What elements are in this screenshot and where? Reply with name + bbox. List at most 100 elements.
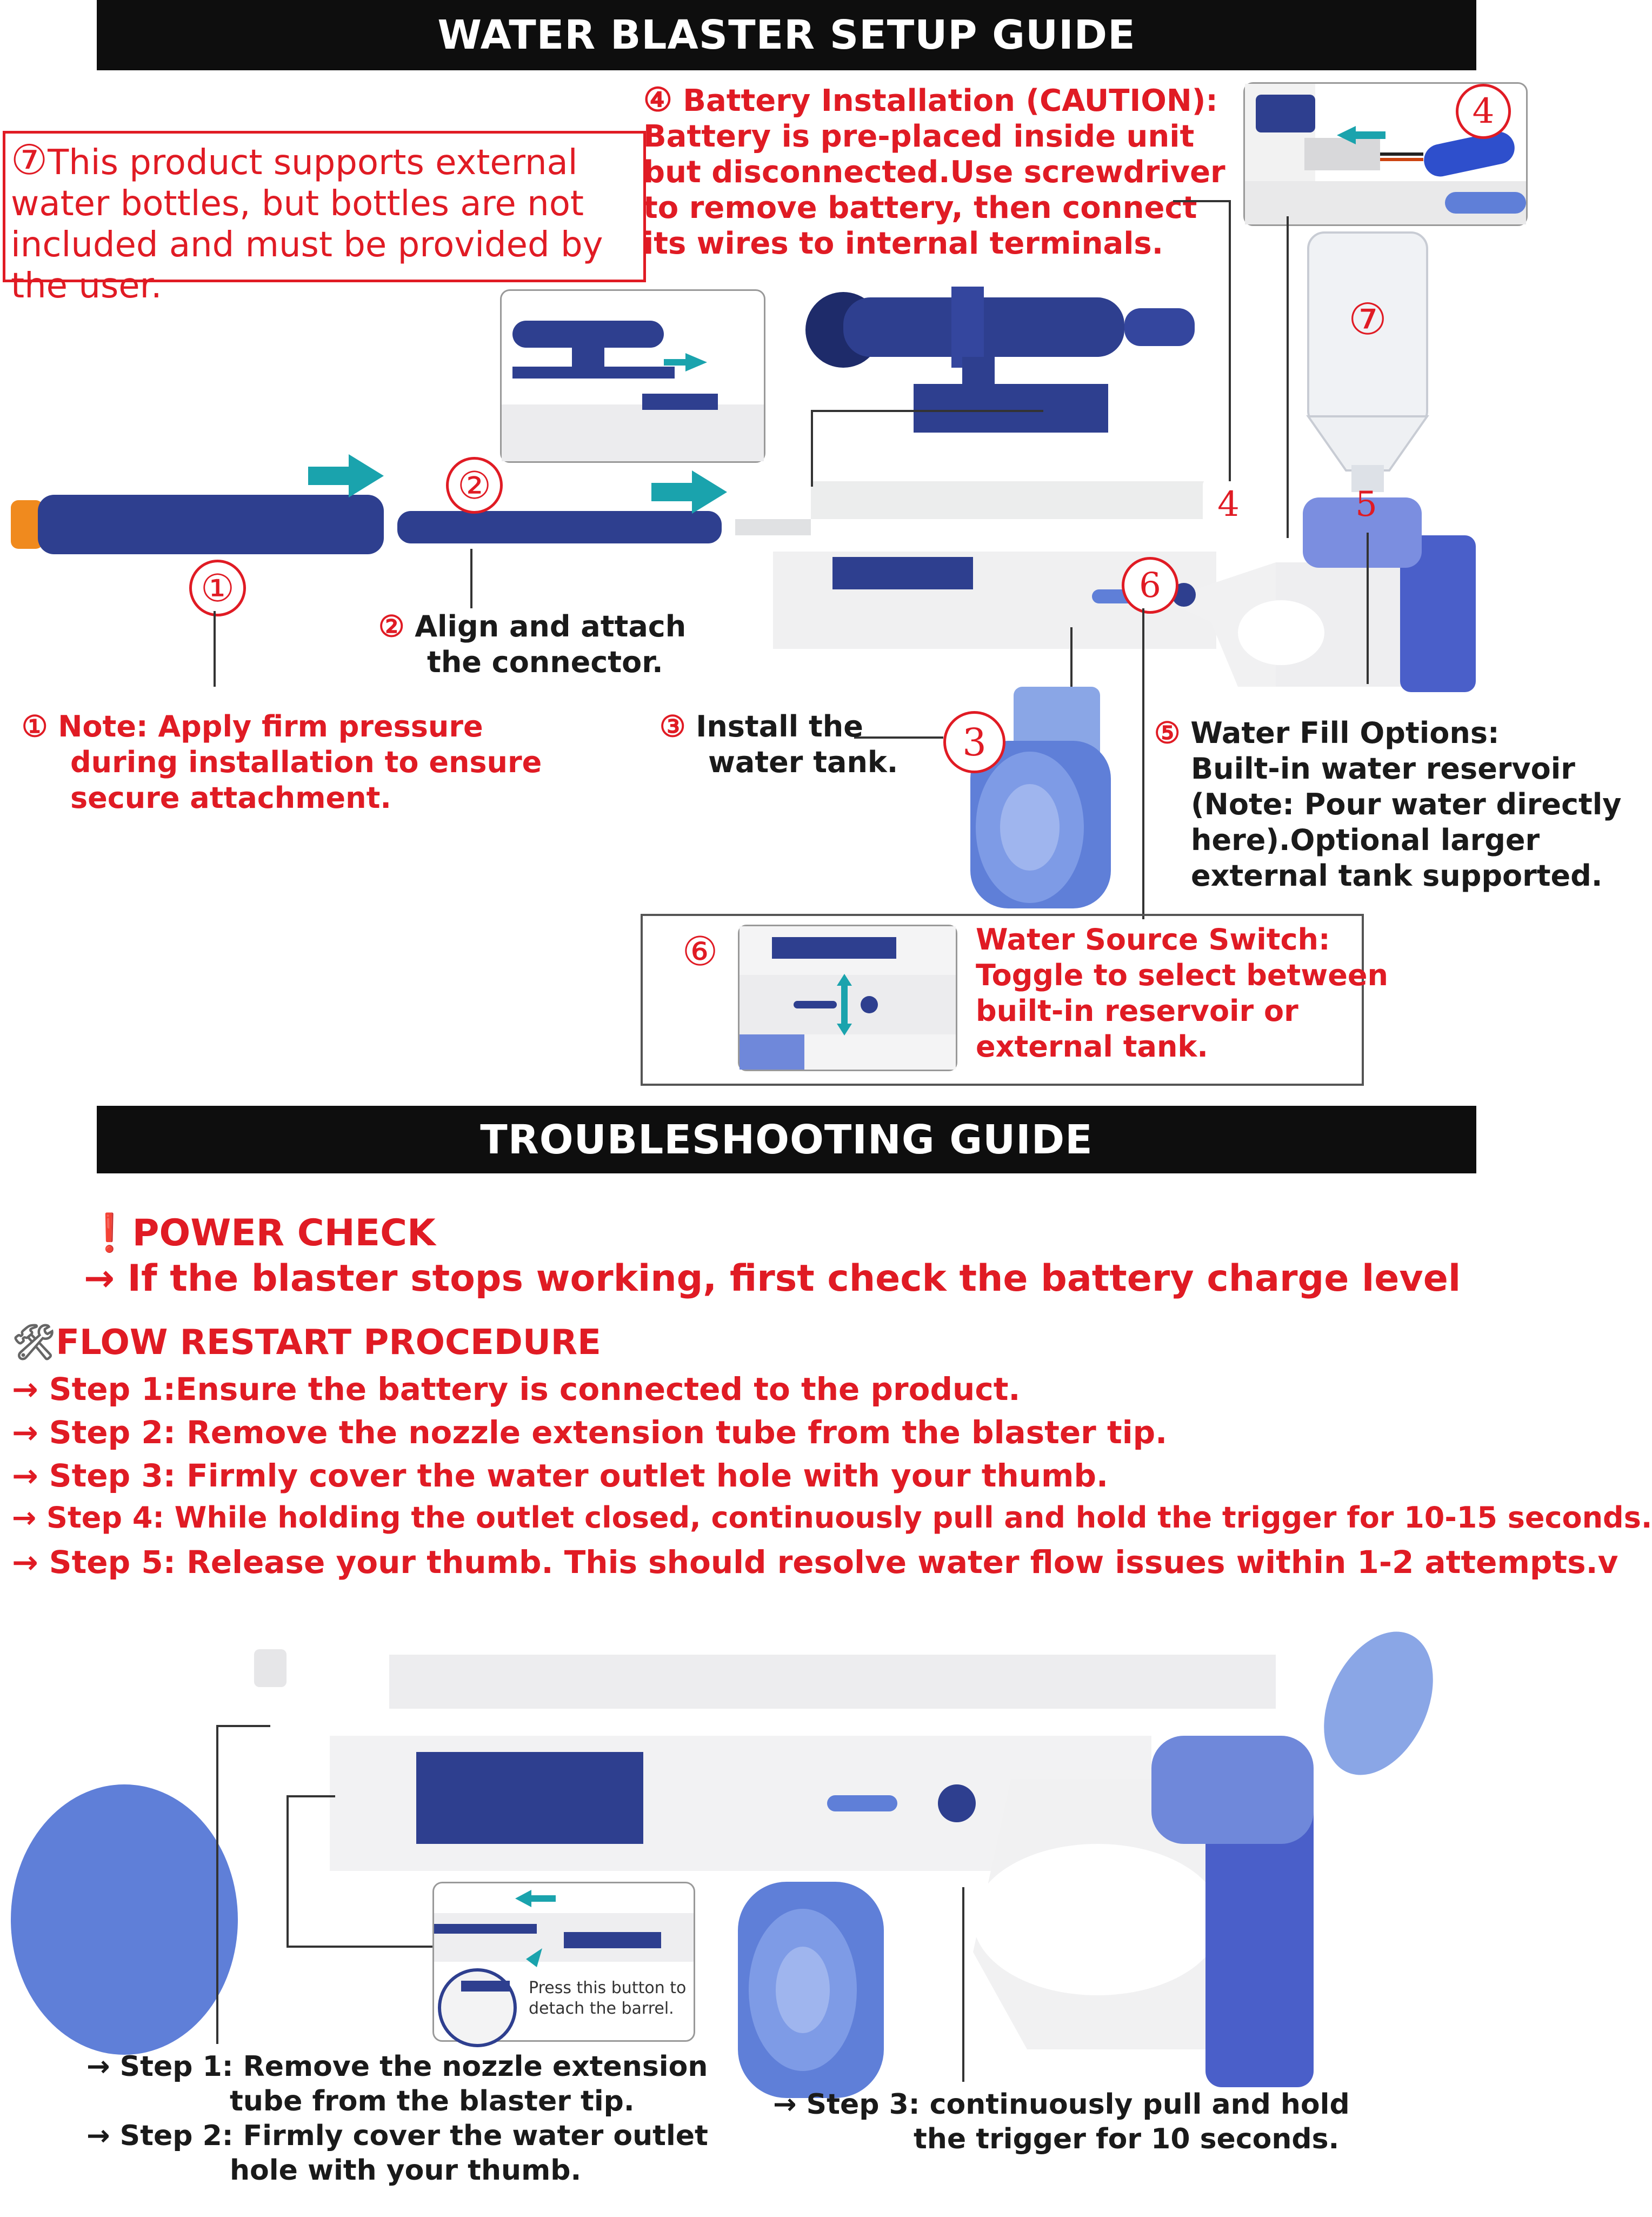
- leader-line-scope-h: [811, 410, 1043, 412]
- blaster-callout-6: 6: [1122, 557, 1178, 614]
- step1-badge: ①: [22, 709, 48, 744]
- connector-illustration: [397, 511, 722, 543]
- step5-line-3: (Note: Pour water directly: [1191, 787, 1622, 821]
- switch-illustration: [740, 926, 956, 1070]
- barrel-detach-inset: Press this button to detach the barrel.: [432, 1882, 695, 2047]
- step5-badge: ⑤: [1154, 715, 1181, 750]
- leader-line-battery-h: [1173, 200, 1230, 202]
- bottom-step-3: → Step 3: continuously pull and hold the…: [773, 2087, 1350, 2156]
- step1-note: ① Note: Apply firm pressure during insta…: [22, 708, 542, 816]
- step1-line-3: secure attachment.: [70, 781, 391, 815]
- bottom-leader-2-v: [287, 1795, 289, 1947]
- troubleshooting-title: TROUBLESHOOTING GUIDE: [480, 1116, 1093, 1163]
- water-tank-illustration: [970, 687, 1111, 908]
- tools-icon: 🛠: [12, 1323, 56, 1363]
- leader-line-2: [470, 549, 472, 608]
- battery-line-4: to remove battery, then connect: [643, 190, 1197, 225]
- scope-illustration: [805, 287, 1195, 433]
- note7-text: This product supports external water bot…: [11, 143, 603, 306]
- battery-thumbnail: 4: [1243, 82, 1528, 226]
- external-bottle-note: ⑦This product supports external water bo…: [11, 140, 643, 307]
- battery-badge: ④: [643, 81, 672, 119]
- leader-line-tank: [1070, 627, 1073, 687]
- tank-callout-3: 3: [943, 711, 1005, 773]
- connector-callout-2: ②: [446, 457, 503, 514]
- barrel-detach-illustration: [434, 1890, 694, 2047]
- thumbnail-callout-4: 4: [1456, 84, 1511, 139]
- battery-installation-note: ④ Battery Installation (CAUTION): Batter…: [643, 82, 1225, 262]
- note7-badge: ⑦: [11, 136, 48, 184]
- leader-line-scope: [811, 411, 813, 487]
- nozzle-callout-1: ①: [189, 560, 246, 616]
- step6-line-3: built-in reservoir or: [976, 994, 1298, 1028]
- power-check-title: POWER CHECK: [132, 1212, 436, 1254]
- setup-guide-banner: WATER BLASTER SETUP GUIDE: [97, 0, 1476, 70]
- blaster-callout-5: 5: [1355, 484, 1377, 525]
- bottom-leader-2-h: [287, 1795, 335, 1797]
- bottom-step-3a: → Step 3: continuously pull and hold: [773, 2088, 1350, 2121]
- battery-line-1: Battery Installation (CAUTION):: [683, 83, 1218, 118]
- flow-step-4: → Step 4: While holding the outlet close…: [12, 1501, 1652, 1535]
- step5-line-4: here).Optional larger: [1191, 823, 1540, 857]
- step5-line-1: Water Fill Options:: [1190, 716, 1500, 750]
- bottom-leader-1-h: [216, 1725, 270, 1727]
- flow-step-1: → Step 1:Ensure the battery is connected…: [12, 1371, 1021, 1408]
- step2-badge: ②: [378, 609, 405, 643]
- bottom-step-3b: the trigger for 10 seconds.: [914, 2123, 1340, 2155]
- power-check-heading: ❗POWER CHECK: [86, 1211, 436, 1254]
- bottom-step-1a: → Step 1: Remove the nozzle extension: [86, 2050, 708, 2083]
- battery-line-2: Battery is pre-placed inside unit: [643, 119, 1195, 154]
- battery-line-3: but disconnected.Use screwdriver: [643, 155, 1225, 190]
- leader-line-1: [214, 611, 216, 687]
- teal-arrow-1: [308, 454, 384, 497]
- leader-line-fill: [1367, 533, 1369, 684]
- barrel-detach-caption: Press this button to detach the barrel.: [529, 1978, 686, 2019]
- flow-restart-title: FLOW RESTART PROCEDURE: [56, 1323, 601, 1363]
- bottom-step-1b: tube from the blaster tip.: [230, 2085, 635, 2118]
- leader-line-battery-v: [1229, 200, 1231, 481]
- power-check-detail: → If the blaster stops working, first ch…: [84, 1257, 1461, 1300]
- bottom-leader-3: [962, 1887, 964, 2082]
- water-source-switch-box: [641, 914, 1364, 1086]
- step6-line-4: external tank.: [976, 1030, 1208, 1064]
- step6-badge: ⑥: [682, 928, 718, 975]
- step1-line-1: Note: Apply firm pressure: [58, 709, 483, 744]
- scope-mount-illustration: [502, 321, 764, 461]
- leader-line-switch: [1142, 608, 1144, 919]
- external-bottle-note-box: [3, 131, 646, 282]
- leader-line-tank-h: [854, 736, 943, 739]
- step1-line-2: during installation to ensure: [70, 745, 542, 779]
- bottle-callout-7: ⑦: [1348, 294, 1387, 344]
- nozzle-extension-illustration: [11, 495, 384, 554]
- step3-badge: ③: [660, 709, 686, 744]
- step2-line-1: Align and attach: [415, 609, 687, 643]
- leader-line-bottle-v: [1287, 216, 1289, 538]
- setup-guide-title: WATER BLASTER SETUP GUIDE: [437, 12, 1136, 58]
- bottom-blaster-illustration: [11, 1631, 1433, 2087]
- bottom-leader-2-inset: [287, 1946, 432, 1948]
- step2-line-2: the connector.: [427, 645, 663, 679]
- bottom-step-1-2: → Step 1: Remove the nozzle extension tu…: [86, 2049, 708, 2188]
- water-bottle-illustration: [1306, 231, 1429, 492]
- step5-note: ⑤ Water Fill Options: Built-in water res…: [1154, 715, 1622, 894]
- step6-line-2: Toggle to select between: [976, 958, 1388, 992]
- flow-restart-heading: 🛠FLOW RESTART PROCEDURE: [12, 1322, 601, 1363]
- step5-line-2: Built-in water reservoir: [1191, 752, 1575, 786]
- flow-step-2: → Step 2: Remove the nozzle extension tu…: [12, 1414, 1168, 1451]
- warning-icon: ❗: [86, 1212, 132, 1254]
- flow-step-3: → Step 3: Firmly cover the water outlet …: [12, 1457, 1109, 1494]
- bottom-leader-1-v: [216, 1725, 218, 2044]
- bottom-tank-illustration: [738, 1882, 884, 2098]
- scope-mount-thumbnail: [500, 289, 765, 463]
- step6-note: Water Source Switch: Toggle to select be…: [976, 922, 1388, 1065]
- caption-line-1: Press this button to: [529, 1979, 687, 1997]
- troubleshooting-banner: TROUBLESHOOTING GUIDE: [97, 1106, 1476, 1173]
- step3-note: ③ Install the water tank.: [660, 708, 898, 780]
- step5-line-5: external tank supported.: [1191, 859, 1603, 893]
- bottom-step-2b: hole with your thumb.: [230, 2154, 582, 2187]
- step2-note: ② Align and attach the connector.: [378, 608, 686, 680]
- flow-step-5: → Step 5: Release your thumb. This shoul…: [12, 1544, 1618, 1581]
- blaster-callout-4: 4: [1203, 479, 1254, 530]
- step3-line-1: Install the: [696, 709, 863, 744]
- battery-line-5: its wires to internal terminals.: [643, 226, 1164, 261]
